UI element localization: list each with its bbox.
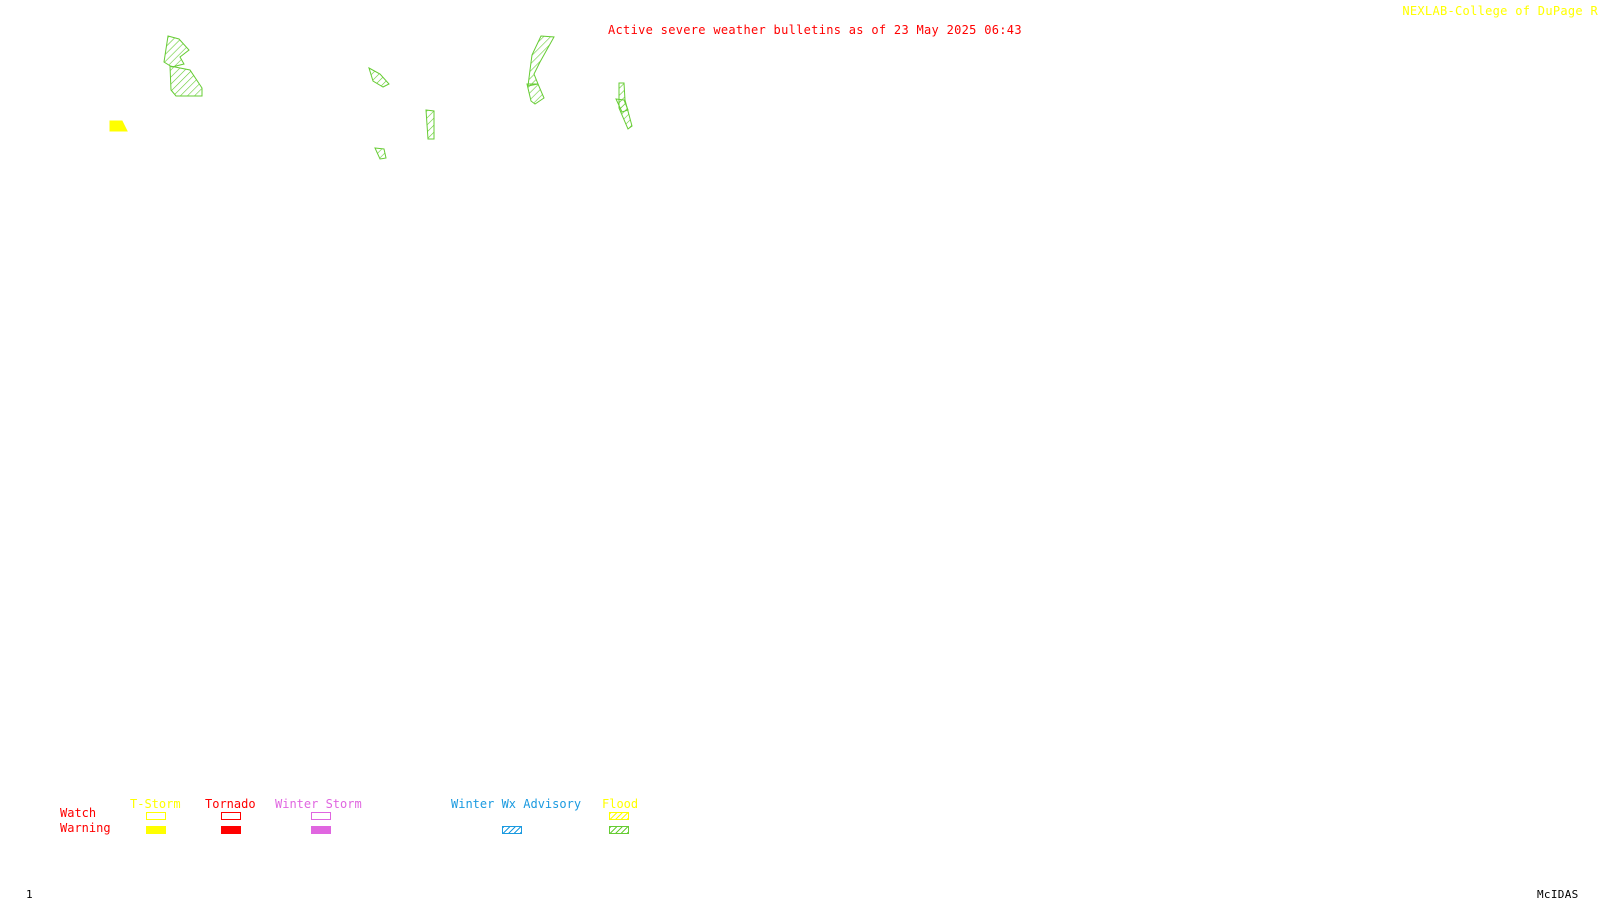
legend-winter-storm-label: Winter Storm	[275, 797, 362, 811]
tstorm-warning-polygon	[109, 120, 128, 132]
flood-warning-polygon	[527, 35, 555, 87]
legend-tornado-label: Tornado	[205, 797, 256, 811]
legend-warning-label: Warning	[60, 821, 111, 835]
legend-tstorm-watch-swatch	[146, 812, 166, 820]
frame-number: 1	[26, 888, 33, 901]
legend-tstorm-warning-swatch	[146, 826, 166, 834]
source-credit: NEXLAB-College of DuPage R	[1402, 4, 1598, 18]
legend-tstorm-label: T-Storm	[130, 797, 181, 811]
legend-watch-label: Watch	[60, 806, 97, 820]
flood-warning-polygon	[374, 147, 387, 160]
legend-flood-watch-swatch	[609, 812, 629, 820]
flood-warning-polygon	[163, 35, 190, 68]
flood-warning-polygon	[526, 83, 545, 105]
bulletin-title: Active severe weather bulletins as of 23…	[608, 23, 1022, 37]
flood-warning-polygon	[615, 98, 629, 113]
legend-tornado-warning-swatch	[221, 826, 241, 834]
legend-winter-advisory-label: Winter Wx Advisory	[451, 797, 582, 811]
legend-winter-advisory-warning-swatch	[502, 826, 522, 834]
legend-flood-label: Flood	[602, 797, 639, 811]
legend-winter-storm-warning-swatch	[311, 826, 331, 834]
flood-warning-polygon	[425, 109, 435, 140]
software-label: McIDAS	[1537, 888, 1579, 901]
flood-warning-polygon	[169, 65, 203, 97]
legend-winter-storm-watch-swatch	[311, 812, 331, 820]
flood-warning-polygon	[368, 66, 390, 88]
legend-flood-warning-swatch	[609, 826, 629, 834]
legend-tornado-watch-swatch	[221, 812, 241, 820]
